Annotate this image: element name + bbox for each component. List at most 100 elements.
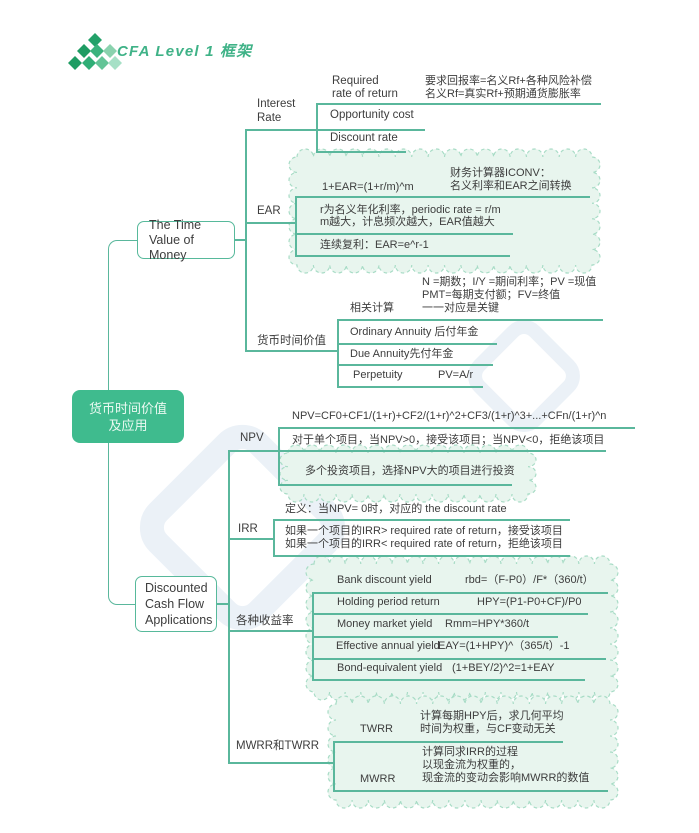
topic-holding-period-return[interactable]: Holding period return [337,596,440,608]
connector-line [273,519,570,521]
topic-perpetuity[interactable]: Perpetuity [353,369,403,381]
topic-label: Rate [257,112,282,124]
connector-line [312,592,608,594]
connector-line [316,103,601,105]
note-line: 财务计算器ICONV： [450,167,551,179]
topic-line: 如果一个项目的IRR< required rate of return，拒绝该项… [285,537,563,550]
topic-ear[interactable]: EAR [257,205,281,217]
note-required-rate[interactable]: 要求回报率=名义Rf+各种风险补偿 名义Rf=真实Rf+预期通货膨胀率 [425,75,592,101]
note-line: 一一对应是关键 [422,302,499,314]
topic-label: Required [332,75,379,87]
topic-label: Value of Money [149,232,194,262]
connector-line [337,386,483,388]
connector-line [312,592,314,679]
note-line: 以现金流为权重的， [422,759,521,771]
connector-line [337,319,603,321]
connector-line [312,679,585,681]
note-line: N =期数；I/Y =期间利率；PV =现值 [422,276,597,288]
connector-line [278,484,512,486]
connector-line [312,658,606,660]
cloud-shape-npv-multi [279,444,537,503]
topic-label: Interest [257,98,296,110]
connector-line [337,364,493,366]
connector-line [295,255,510,257]
note-line: 计算同求IRR的过程 [422,746,518,758]
note-related-calc[interactable]: N =期数；I/Y =期间利率；PV =现值 PMT=每期支付额；FV=终值 一… [422,276,596,315]
formula-bond-equivalent-yield: (1+BEY/2)^2=1+EAY [452,662,555,674]
topic-dcf-applications[interactable]: Discounted Cash Flow Applications [135,576,217,632]
note-line: 名义利率和EAR之间转换 [450,180,572,192]
topic-tvm[interactable]: 货币时间价值 [257,335,326,347]
connector-line [295,233,513,235]
note-mwrr[interactable]: 计算同求IRR的过程 以现金流为权重的， 现金流的变动会影响MWRR的数值 [422,746,589,785]
topic-twrr[interactable]: TWRR [360,723,393,735]
connector-line [295,196,590,198]
topic-ear-periodic-rate[interactable]: r为名义年化利率，periodic rate = r/m m越大，计息频次越大，… [320,204,501,228]
connector-line [316,103,318,152]
topic-irr-definition[interactable]: 定义：当NPV= 0时，对应的 the discount rate [285,503,507,515]
cloud-shape-ear [288,148,601,274]
topic-due-annuity[interactable]: Due Annuity先付年金 [350,348,454,360]
topic-npv-rule[interactable]: 对于单个项目，当NPV>0，接受该项目；当NPV<0，拒绝该项目 [292,434,605,446]
topic-opportunity-cost[interactable]: Opportunity cost [330,109,414,121]
topic-line: m越大，计息频次越大，EAR值越大 [320,216,495,228]
topic-required-rate-of-return[interactable]: Required rate of return [332,75,398,101]
topic-ear-formula[interactable]: 1+EAR=(1+r/m)^m [322,181,414,193]
connector-line [273,555,570,557]
connector-line [295,196,297,256]
connector-line [228,450,606,452]
topic-mwrr-twrr[interactable]: MWRR和TWRR [236,740,320,752]
note-line: 名义Rf=真实Rf+预期通货膨胀率 [425,88,581,100]
topic-bond-equivalent-yield[interactable]: Bond-equivalent yield [337,662,443,674]
connector-line [337,343,497,345]
root-topic[interactable]: 货币时间价值 及应用 [72,390,184,443]
connector-line [312,636,558,638]
topic-irr-rule[interactable]: 如果一个项目的IRR> required rate of return，接受该项… [285,525,563,550]
cloud-shape-mwrr-twrr [327,695,619,809]
connector-line [333,741,335,790]
connector-line [245,222,295,224]
topic-label: rate of return [332,88,398,100]
topic-bank-discount-yield[interactable]: Bank discount yield [337,574,432,586]
topic-npv-multi-project[interactable]: 多个投资项目，选择NPV大的项目进行投资 [305,465,515,477]
connector-line [273,519,275,555]
formula-bank-discount-yield: rbd=（F-P0）/F*（360/t） [465,574,594,586]
connector-line [333,741,563,743]
connector-line [217,603,228,605]
topic-related-calc[interactable]: 相关计算 [350,302,394,314]
topic-money-market-yield[interactable]: Money market yield [337,618,433,630]
topic-interest-rate[interactable]: Interest Rate [257,97,295,125]
topic-npv[interactable]: NPV [240,432,264,444]
connector-line [235,239,245,241]
topic-irr[interactable]: IRR [238,523,258,535]
note-line: 要求回报率=名义Rf+各种风险补偿 [425,75,592,87]
note-line: 时间为权重，与CF变动无关 [420,723,556,735]
topic-label: Applications [145,613,213,627]
note-ear-iconv[interactable]: 财务计算器ICONV： 名义利率和EAR之间转换 [450,167,572,193]
connector-line [228,762,333,764]
connector-root-dcfa [108,443,136,605]
topic-time-value-of-money[interactable]: The Time Value of Money [137,217,235,262]
connector-line [245,129,247,351]
topic-ordinary-annuity[interactable]: Ordinary Annuity 后付年金 [350,326,479,338]
connector-line [278,427,635,429]
cfa-logo-text: CFA Level 1 框架 [117,43,253,60]
topic-perpetuity-formula[interactable]: PV=A/r [438,369,474,381]
connector-line [278,427,280,484]
cfa-logo-icon [68,33,122,70]
topic-line: r为名义年化利率，periodic rate = r/m [320,204,501,216]
connector-line [228,450,230,762]
formula-holding-period-return: HPY=(P1-P0+CF)/P0 [477,596,582,608]
connector-line [312,613,588,615]
topic-effective-annual-yield[interactable]: Effective annual yield [336,640,440,652]
connector-line [245,129,425,131]
note-twrr[interactable]: 计算每期HPY后，求几何平均 时间为权重，与CF变动无关 [420,710,564,736]
topic-discount-rate[interactable]: Discount rate [330,132,398,144]
connector-line [337,319,339,386]
topic-mwrr[interactable]: MWRR [360,773,396,785]
topic-label: The Time [149,217,202,232]
topic-npv-formula[interactable]: NPV=CF0+CF1/(1+r)+CF2/(1+r)^2+CF3/(1+r)^… [292,410,607,422]
topic-ear-continuous[interactable]: 连续复利：EAR=e^r-1 [320,239,429,251]
topic-yields[interactable]: 各种收益率 [236,615,294,627]
